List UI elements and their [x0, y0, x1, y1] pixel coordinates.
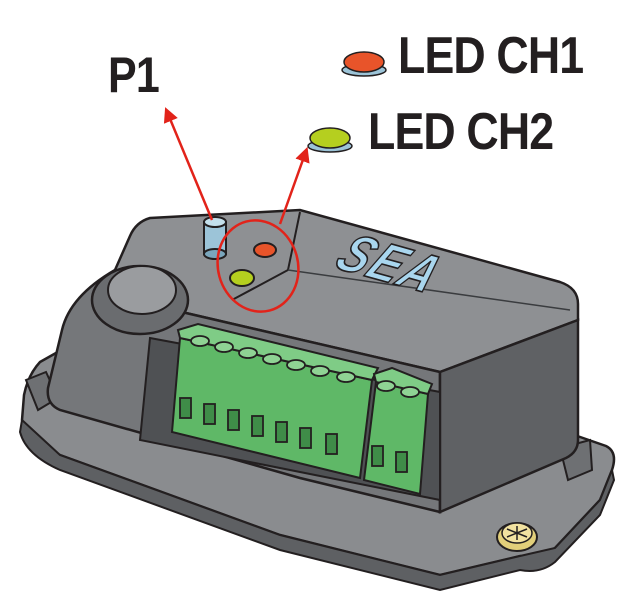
- led-ch1-label: LED CH1: [398, 27, 584, 85]
- p1-button[interactable]: [203, 216, 227, 260]
- p1-arrow: [163, 107, 214, 221]
- terminal-screws: [190, 335, 420, 398]
- p1-label: P1: [108, 47, 160, 103]
- led-ch1: [253, 242, 277, 258]
- led-ch2: [229, 269, 255, 287]
- led-ch2-legend-icon: [307, 127, 353, 153]
- led-ch2-label: LED CH2: [368, 103, 554, 161]
- antenna-boss-top: [107, 265, 177, 315]
- led-callout-circle: [216, 219, 300, 313]
- top-ridge: [287, 269, 571, 311]
- led-ch1-legend-icon: [341, 51, 387, 77]
- terminal-slots: [179, 397, 408, 473]
- housing-right: [438, 318, 580, 514]
- base-flange-edge: [18, 418, 616, 592]
- mounting-screw: [496, 522, 538, 552]
- led-arrow: [278, 146, 310, 225]
